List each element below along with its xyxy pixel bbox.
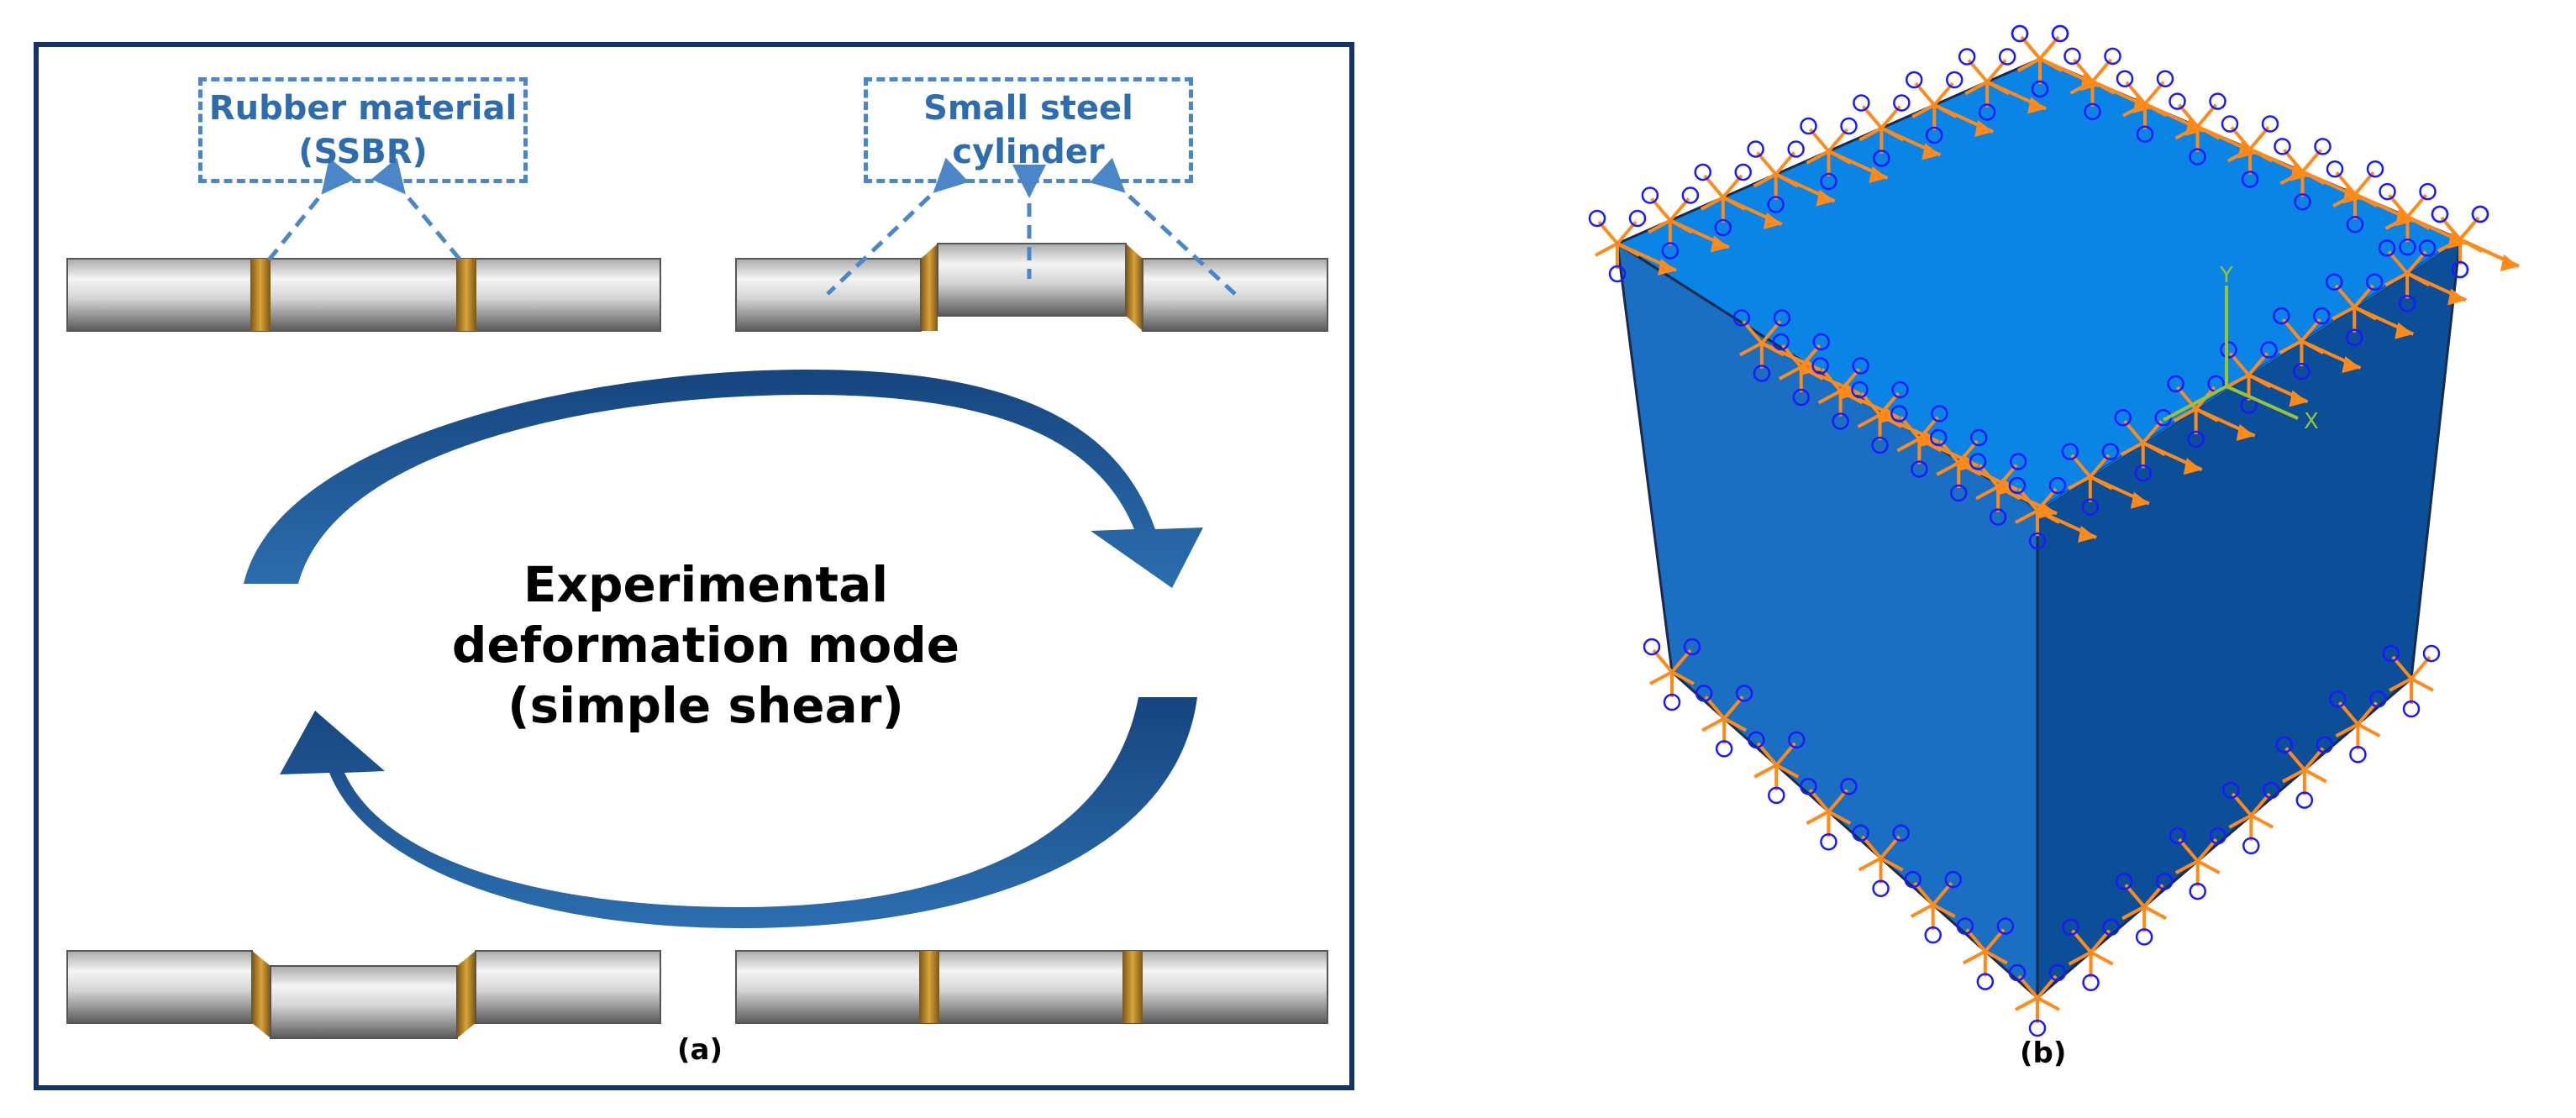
rubber-band bbox=[252, 951, 271, 1038]
bc-marker bbox=[2275, 736, 2334, 809]
bc-marker bbox=[2274, 138, 2363, 211]
bc-marker bbox=[2378, 239, 2467, 312]
bc-marker bbox=[1641, 186, 1730, 260]
bc-marker bbox=[1747, 140, 1836, 213]
bc-marker bbox=[1956, 917, 2015, 990]
bc-marker bbox=[2220, 341, 2309, 414]
bc-marker bbox=[1852, 824, 1910, 897]
bc-marker bbox=[2008, 963, 2067, 1037]
center-title-line1: Experimental bbox=[523, 556, 889, 613]
bc-marker bbox=[1958, 48, 2047, 121]
bc-marker bbox=[2115, 873, 2174, 946]
specimen-bottom-left bbox=[66, 950, 661, 1039]
bc-marker bbox=[1800, 778, 1858, 851]
callout-steel-line1: Small steel bbox=[923, 89, 1133, 128]
center-title-line2: deformation mode bbox=[451, 617, 960, 674]
bc-marker bbox=[2382, 644, 2441, 718]
callout-steel-line2: cylinder bbox=[952, 133, 1105, 171]
axis-x-label: X bbox=[2304, 409, 2319, 434]
specimen-bottom-right bbox=[735, 950, 1328, 1024]
panel-a-frame bbox=[34, 42, 1354, 1090]
axis-triad bbox=[2163, 286, 2299, 422]
rubber-band bbox=[1122, 951, 1143, 1023]
bc-marker bbox=[2329, 690, 2387, 764]
bc-marker bbox=[1748, 731, 1806, 805]
rubber-band bbox=[457, 951, 476, 1038]
callout-rubber-material: Rubber material (SSBR) bbox=[198, 77, 528, 183]
bc-marker bbox=[2431, 205, 2520, 279]
bc-marker bbox=[2061, 443, 2150, 516]
callout-leaders bbox=[265, 157, 1237, 296]
axis-y-label: Y bbox=[2219, 263, 2233, 288]
bc-marker bbox=[2008, 476, 2097, 550]
bc-marker bbox=[1694, 163, 1783, 237]
bc-marker bbox=[1695, 685, 1753, 758]
rubber-band bbox=[921, 244, 938, 331]
bc-marker bbox=[2169, 827, 2226, 900]
rubber-band bbox=[1126, 244, 1143, 331]
cycle-arrow-top bbox=[244, 370, 1203, 588]
bc-marker bbox=[1800, 117, 1889, 191]
specimen-top-right bbox=[735, 243, 1328, 332]
callout-rubber-line1: Rubber material bbox=[208, 89, 518, 128]
bc-marker bbox=[2273, 307, 2362, 381]
axis-z-line bbox=[2163, 385, 2227, 422]
callout-small-steel-cylinder: Small steel cylinder bbox=[864, 77, 1193, 183]
bc-marker bbox=[2062, 918, 2120, 991]
center-title-line3: (simple shear) bbox=[507, 677, 904, 734]
bc-marker bbox=[1906, 71, 1995, 144]
bc-marker bbox=[1904, 870, 1962, 944]
callout-rubber-line2: (SSBR) bbox=[298, 133, 428, 171]
rubber-band bbox=[250, 259, 271, 331]
cycle-arrows bbox=[244, 370, 1203, 928]
bc-marker bbox=[2222, 781, 2280, 855]
boundary-condition-markers bbox=[1588, 24, 2520, 1037]
specimen-top-left bbox=[66, 258, 661, 332]
rubber-band bbox=[456, 259, 476, 331]
center-title: Experimental deformation mode (simple sh… bbox=[437, 554, 975, 736]
rubber-band bbox=[919, 951, 939, 1023]
caption-a: (a) bbox=[677, 1033, 723, 1067]
bc-marker bbox=[2114, 409, 2203, 482]
bc-marker bbox=[1643, 638, 1701, 711]
bc-marker bbox=[2326, 273, 2415, 346]
axis-x-line bbox=[2226, 385, 2299, 420]
bc-marker bbox=[1853, 94, 1942, 167]
bc-marker bbox=[1588, 209, 1677, 283]
caption-b: (b) bbox=[2020, 1037, 2067, 1070]
